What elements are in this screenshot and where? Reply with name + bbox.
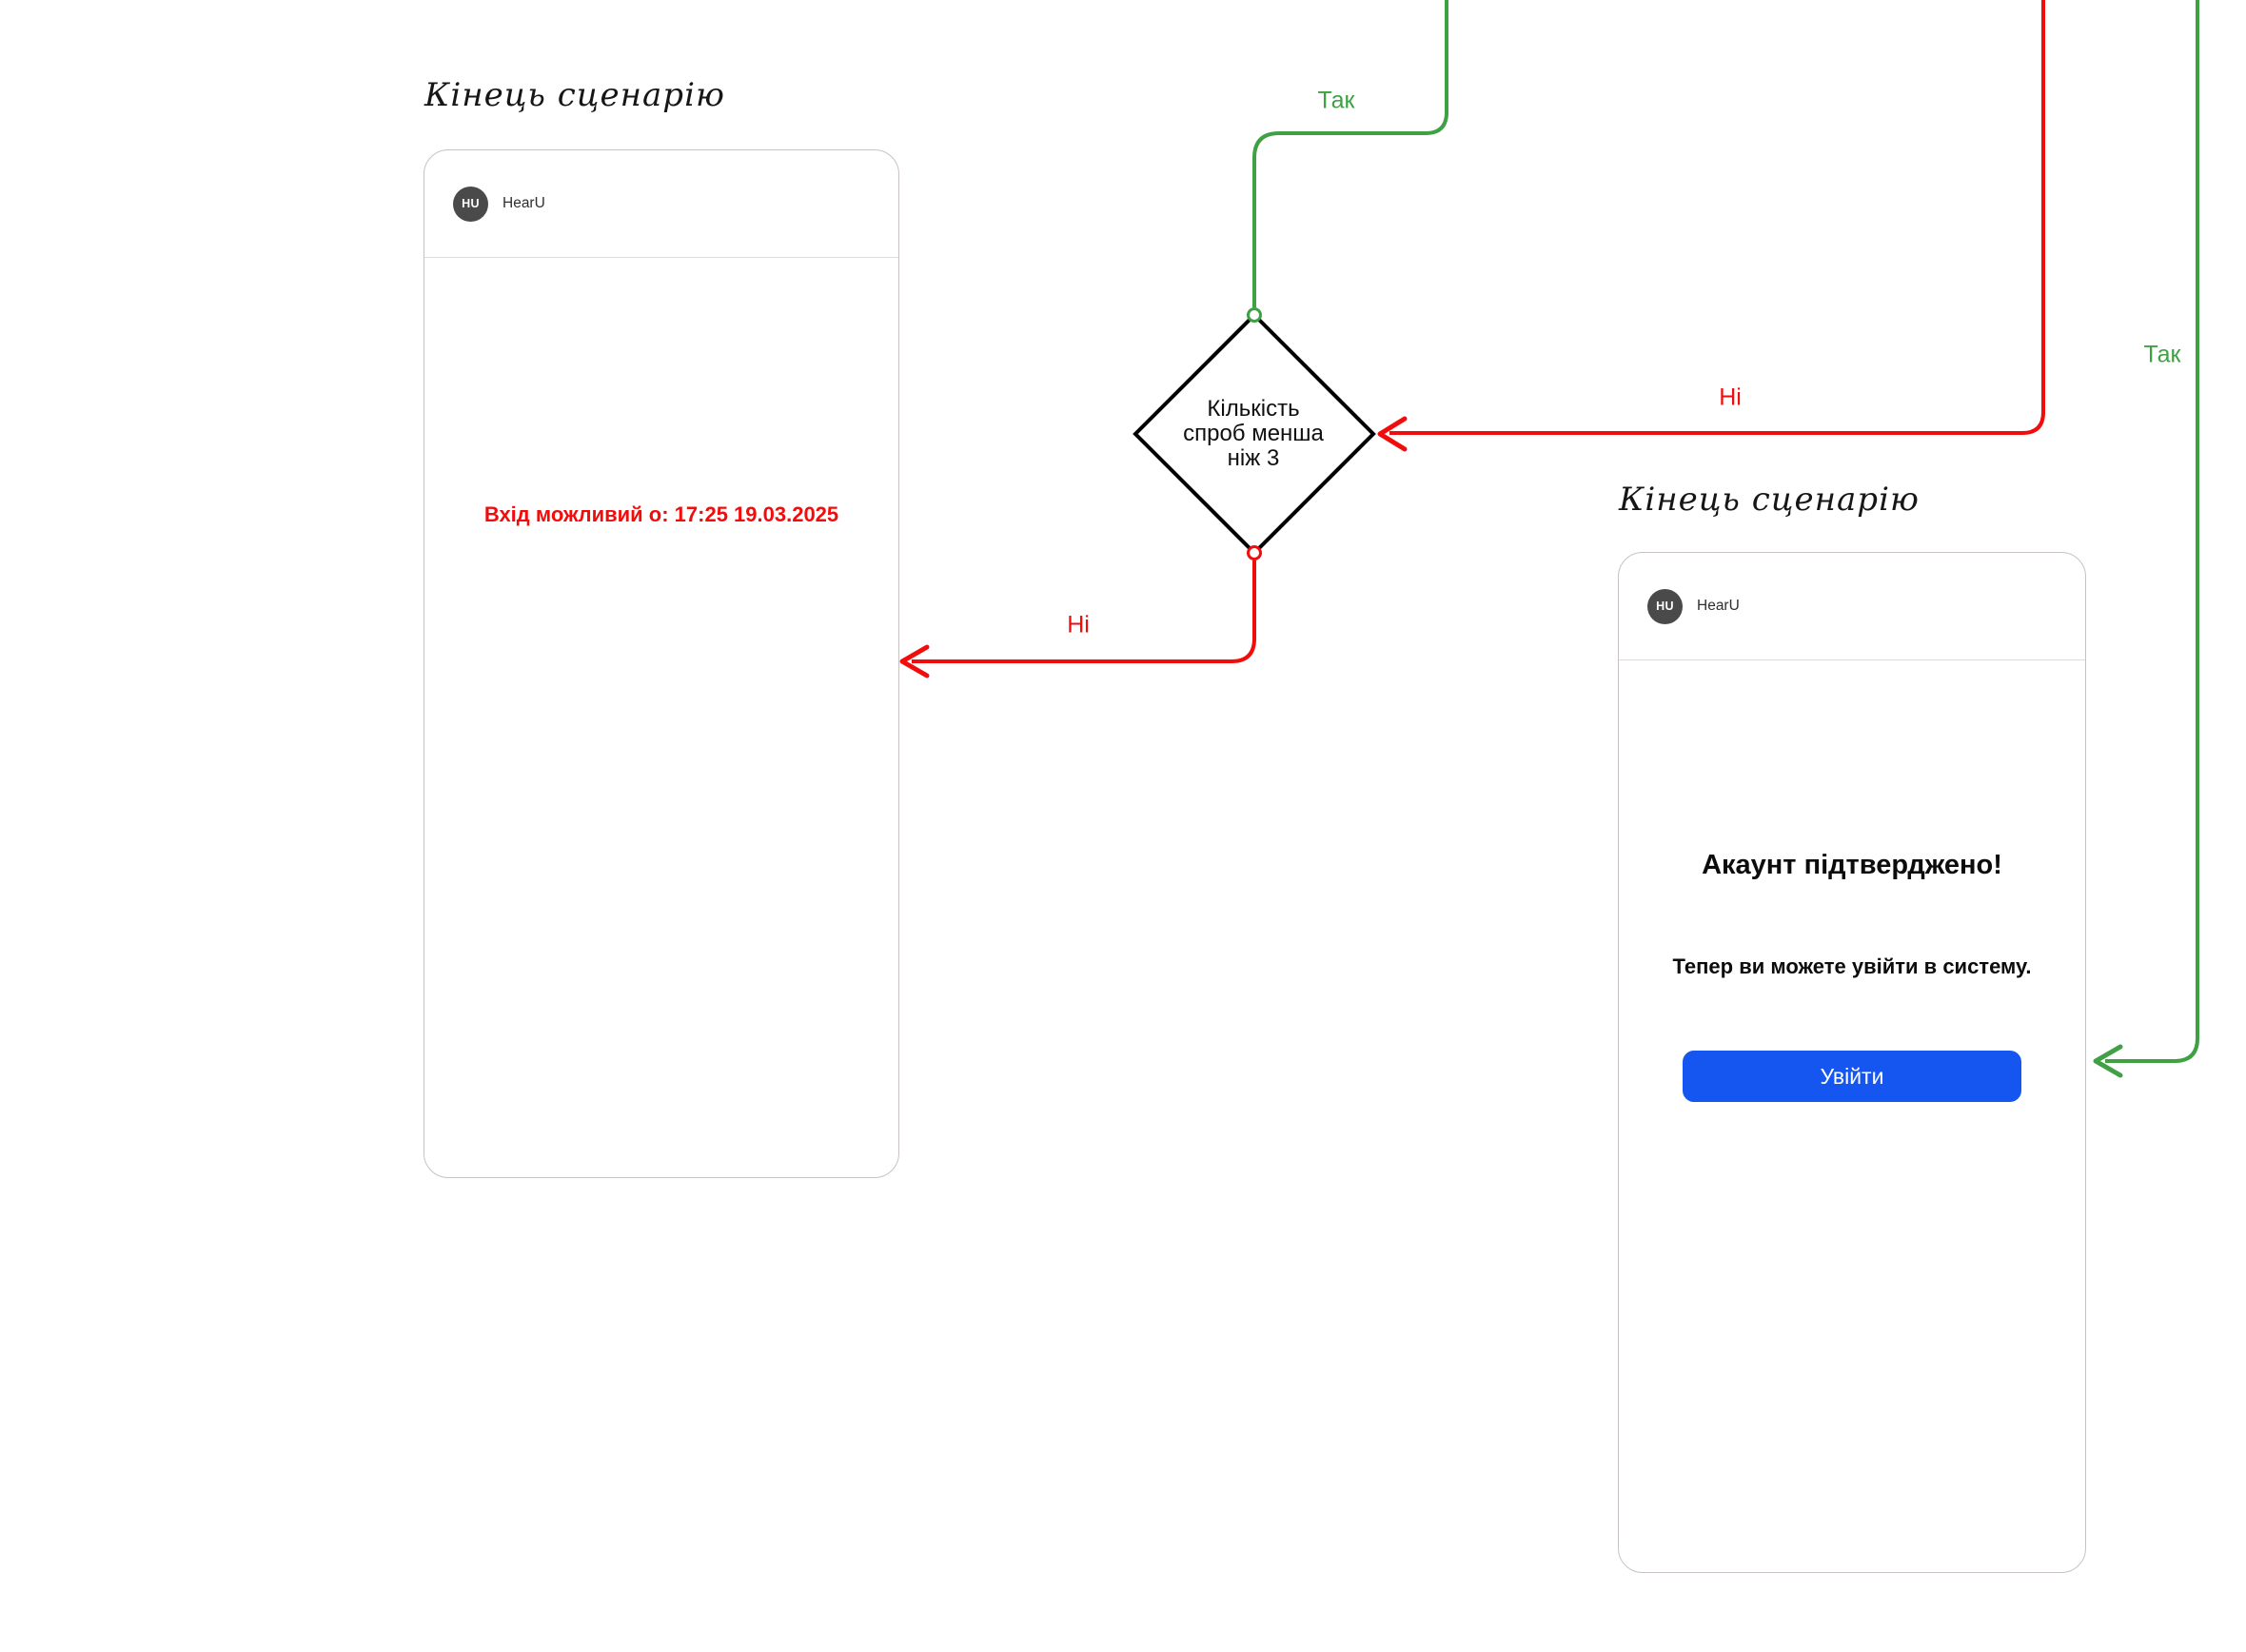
confirmed-phone-frame: HU HearU Акаунт підтверджено! Тепер ви м… <box>1618 552 2086 1573</box>
left-section-title: Кінець сценарію <box>424 76 725 114</box>
lockout-phone-frame: HU HearU Вхід можливий о: 17:25 19.03.20… <box>424 149 899 1178</box>
edge-label-no-right: Ні <box>1719 384 1742 411</box>
decision-label-line: спроб менша <box>1183 421 1324 446</box>
app-avatar: HU <box>453 186 488 222</box>
edge-label-yes-right: Так <box>2143 341 2181 368</box>
decision-label-line: Кількість <box>1207 396 1300 422</box>
avatar-initials: HU <box>462 197 480 210</box>
right-section-title: Кінець сценарію <box>1619 481 1920 519</box>
login-button[interactable]: Увійти <box>1683 1051 2021 1102</box>
connector-no-right <box>1389 0 2045 435</box>
app-name: HearU <box>1697 598 1740 614</box>
decision-label-line: ніж 3 <box>1227 445 1280 471</box>
edge-label-yes-top: Так <box>1317 87 1355 114</box>
connector-yes-right <box>2105 0 2199 1063</box>
edge-label-no-bottom: Ні <box>1067 611 1090 639</box>
confirmed-phone-header: HU HearU <box>1619 553 2085 660</box>
app-avatar: HU <box>1647 588 1683 624</box>
diamond-top-port <box>1247 307 1262 323</box>
arrowhead-no-bottom <box>899 644 930 678</box>
arrowhead-yes-right <box>2093 1044 2123 1078</box>
app-name: HearU <box>502 195 545 211</box>
avatar-initials: HU <box>1656 600 1674 613</box>
lockout-message: Вхід можливий о: 17:25 19.03.2025 <box>483 502 839 526</box>
decision-label: Кількість спроб менша ніж 3 <box>1111 397 1396 471</box>
diamond-bottom-port <box>1247 545 1262 560</box>
connector-yes-top <box>1252 0 1448 307</box>
confirm-subheading: Тепер ви можете увійти в систему. <box>1672 954 2032 978</box>
lockout-phone-header: HU HearU <box>424 150 898 258</box>
confirm-heading: Акаунт підтверджено! <box>1702 850 2002 880</box>
